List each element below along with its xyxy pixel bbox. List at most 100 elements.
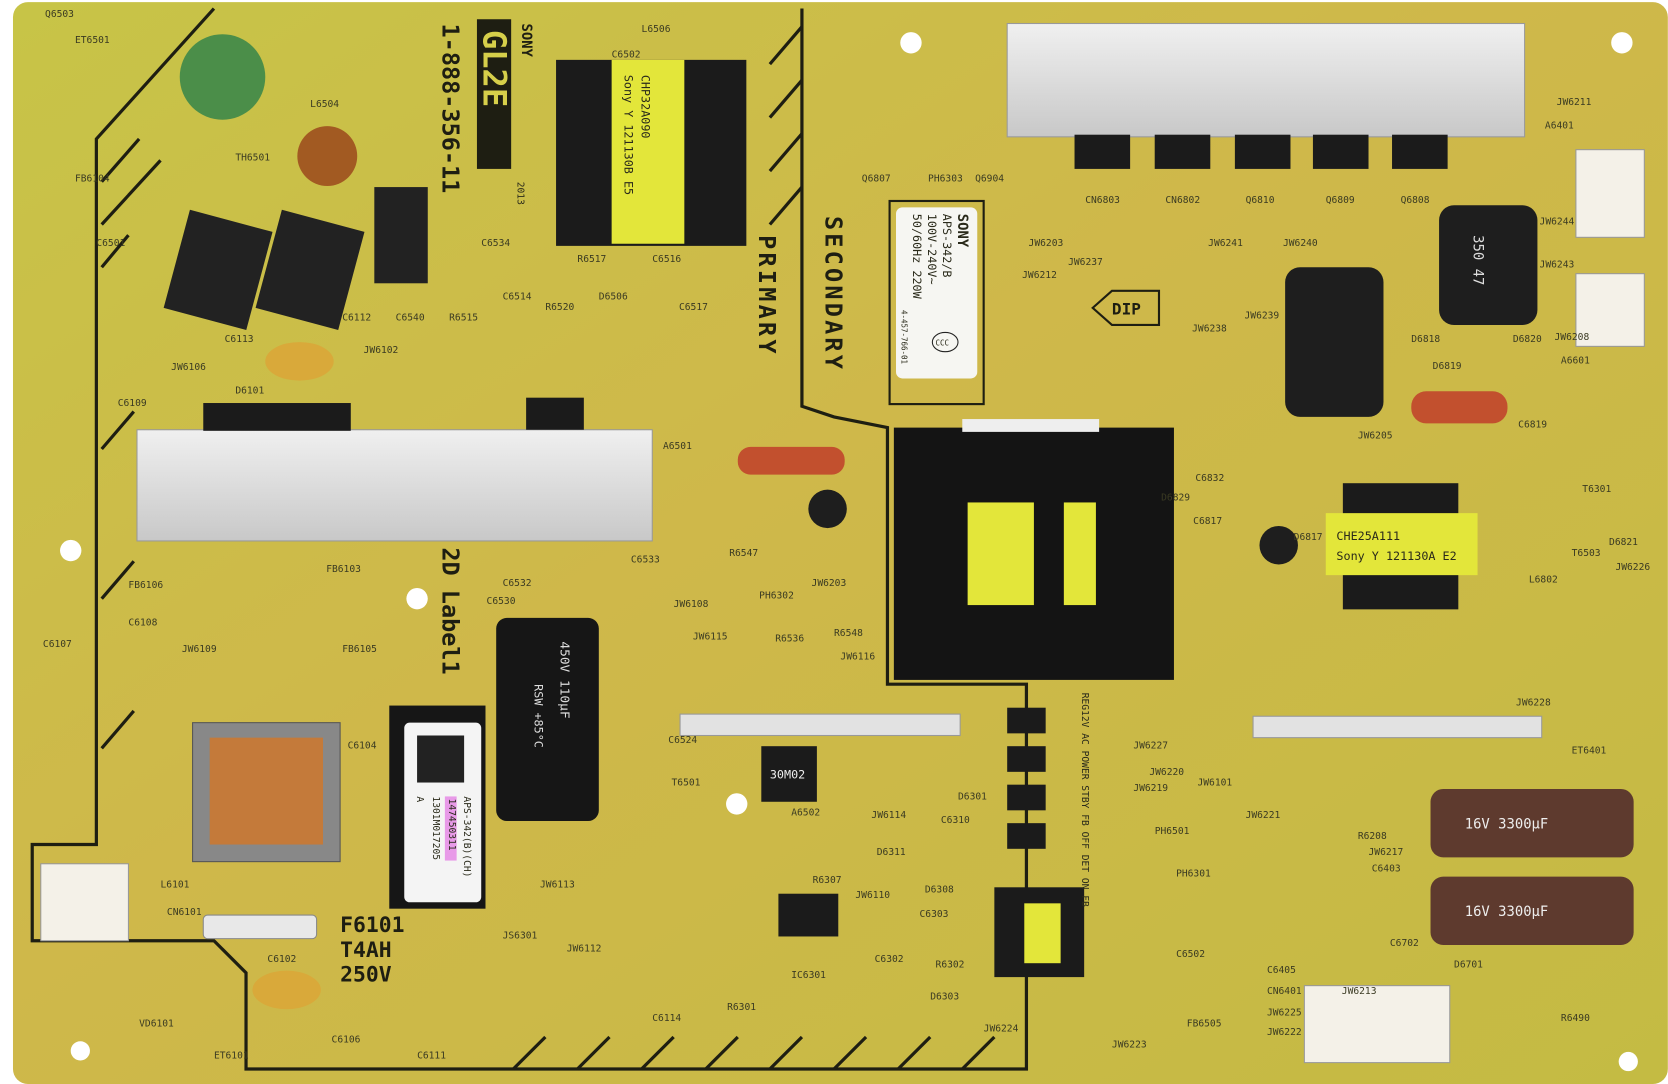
component-ref-label: C6102 <box>267 954 296 965</box>
heatsink-primary <box>136 429 653 542</box>
dip-label: DIP <box>1112 299 1141 318</box>
capacitor-yellow <box>265 342 334 381</box>
component-ref-label: JS6301 <box>503 931 538 942</box>
model-mark-box <box>476 19 512 169</box>
component-ref-label: JW6114 <box>871 810 906 821</box>
capacitor-c6533 <box>737 446 845 475</box>
optocouplers <box>1007 707 1046 849</box>
component-ref-label: Q6904 <box>975 174 1004 185</box>
component-ref-label: C6502 <box>612 50 641 61</box>
component-ref-label: FB6106 <box>128 580 163 591</box>
rating-code: 4-457-766-01 <box>899 310 908 364</box>
rating-model: APS-342/B <box>940 214 954 278</box>
transformer-marking: CHP32A090 <box>639 75 653 139</box>
component-ref-label: Q6809 <box>1326 195 1355 206</box>
component-ref-label: C6310 <box>941 815 970 826</box>
capacitor-marking: 450V 110µF <box>556 641 571 718</box>
component-ref-label: D6506 <box>599 291 628 302</box>
component-ref-label: A6501 <box>663 441 692 452</box>
fuse-ref: F6101 <box>340 913 404 938</box>
component-ref-label: C6514 <box>503 291 532 302</box>
component-ref-label: JW6226 <box>1615 562 1650 573</box>
mounting-holes <box>60 32 1638 1072</box>
component-ref-label: L6802 <box>1529 575 1558 586</box>
component-ref-label: A6401 <box>1545 120 1574 131</box>
component-ref-label: C6817 <box>1193 516 1222 527</box>
capacitor-marking: RSW +85°C <box>532 684 546 748</box>
component-ref-label: C6540 <box>396 313 425 324</box>
cert-mark: CCC <box>936 338 950 347</box>
year: 2013 <box>515 182 526 205</box>
component-ref-label: ET6101 <box>214 1050 249 1061</box>
part-number: 1-888-356-11 <box>437 24 465 194</box>
barcode-label: APS-342(B)(CH) 147450311 1301M017205 A <box>389 705 486 909</box>
component-ref-label: ET6401 <box>1572 746 1607 757</box>
datamatrix-code <box>417 735 465 783</box>
component-ref-label: C6111 <box>417 1050 446 1061</box>
component-ref-label: D6818 <box>1411 334 1440 345</box>
label-line: APS-342(B)(CH) <box>461 796 472 877</box>
component-ref-label: JW6224 <box>984 1024 1019 1035</box>
component-ref-label: R6301 <box>727 1002 756 1013</box>
component-ref-label: D6308 <box>925 885 954 896</box>
secondary-label: SECONDARY <box>819 216 847 372</box>
component-ref-label: Q6808 <box>1401 195 1430 206</box>
component-ref-label: JW6213 <box>1342 986 1377 997</box>
transformer-marking: CHE25A111 <box>1336 529 1400 543</box>
component-ref-label: JW6212 <box>1022 270 1057 281</box>
component-ref-label: JW6116 <box>840 652 875 663</box>
component-ref-label: TH6501 <box>235 152 270 163</box>
component-ref-label: JW6203 <box>1029 238 1064 249</box>
component-ref-label: JW6237 <box>1068 257 1103 268</box>
component-ref-label: T6503 <box>1572 548 1601 559</box>
thermistor-th6501 <box>179 34 266 120</box>
rating-frequency-power: 50/60Hz 220W <box>910 214 924 300</box>
component-ref-label: PH6301 <box>1176 869 1211 880</box>
electrolytic-capacitors <box>808 205 1538 565</box>
component-ref-label: Q6503 <box>45 9 74 20</box>
component-ref-label: PH6501 <box>1155 826 1190 837</box>
component-ref-label: R6302 <box>936 959 965 970</box>
component-ref-label: C6532 <box>503 578 532 589</box>
component-ref-label: JW6112 <box>567 943 602 954</box>
inductor-30m02 <box>761 746 817 802</box>
component-ref-label: D6819 <box>1433 361 1462 372</box>
component-ref-label: R6548 <box>834 628 863 639</box>
fuse-voltage: 250V <box>340 962 392 987</box>
component-ref-label: R6517 <box>577 254 606 265</box>
component-ref-label: JW6106 <box>171 362 206 373</box>
fuse-f6101 <box>202 914 318 940</box>
component-ref-label: L6504 <box>310 99 339 110</box>
hatch-marks <box>100 25 996 1071</box>
component-ref-label: C6534 <box>481 238 510 249</box>
component-ref-label: C6502 <box>1176 949 1205 960</box>
component-ref-label: PH6303 <box>928 174 963 185</box>
component-ref-label: R6520 <box>545 302 574 313</box>
transformer-marking: Sony Y 121130A E2 <box>1336 549 1456 563</box>
component-ref-label: C6819 <box>1518 420 1547 431</box>
component-ref-label: C6107 <box>43 639 72 650</box>
connector-cn6401 <box>1303 985 1451 1064</box>
component-ref-label: JW6102 <box>364 345 399 356</box>
component-ref-label: Q6810 <box>1246 195 1275 206</box>
component-ref-label: R6515 <box>449 313 478 324</box>
heatsink-secondary <box>1006 22 1526 138</box>
label-line: A <box>414 796 425 802</box>
component-ref-label: IC6301 <box>791 970 826 981</box>
component-ref-label: JW6243 <box>1540 259 1575 270</box>
component-ref-label: C6108 <box>128 617 157 628</box>
component-ref-label: JW6113 <box>540 879 575 890</box>
connector-cn6101 <box>40 863 129 942</box>
component-ref-label: D6820 <box>1513 334 1542 345</box>
component-ref-label: C6517 <box>679 302 708 313</box>
component-ref-label: JW6221 <box>1246 810 1281 821</box>
connector-cn6802 <box>1575 273 1645 347</box>
component-ref-label: JW6220 <box>1149 767 1184 778</box>
component-ref-label: JW6211 <box>1557 97 1592 108</box>
component-ref-label: C6516 <box>652 254 681 265</box>
component-ref-label: CN6802 <box>1165 195 1200 206</box>
relays <box>163 187 428 331</box>
component-ref-label: JW6108 <box>674 599 709 610</box>
transformer-l6802: CHE25A111 Sony Y 121130A E2 <box>1325 483 1478 610</box>
capacitor-marking: 16V 3300µF <box>1465 904 1549 920</box>
